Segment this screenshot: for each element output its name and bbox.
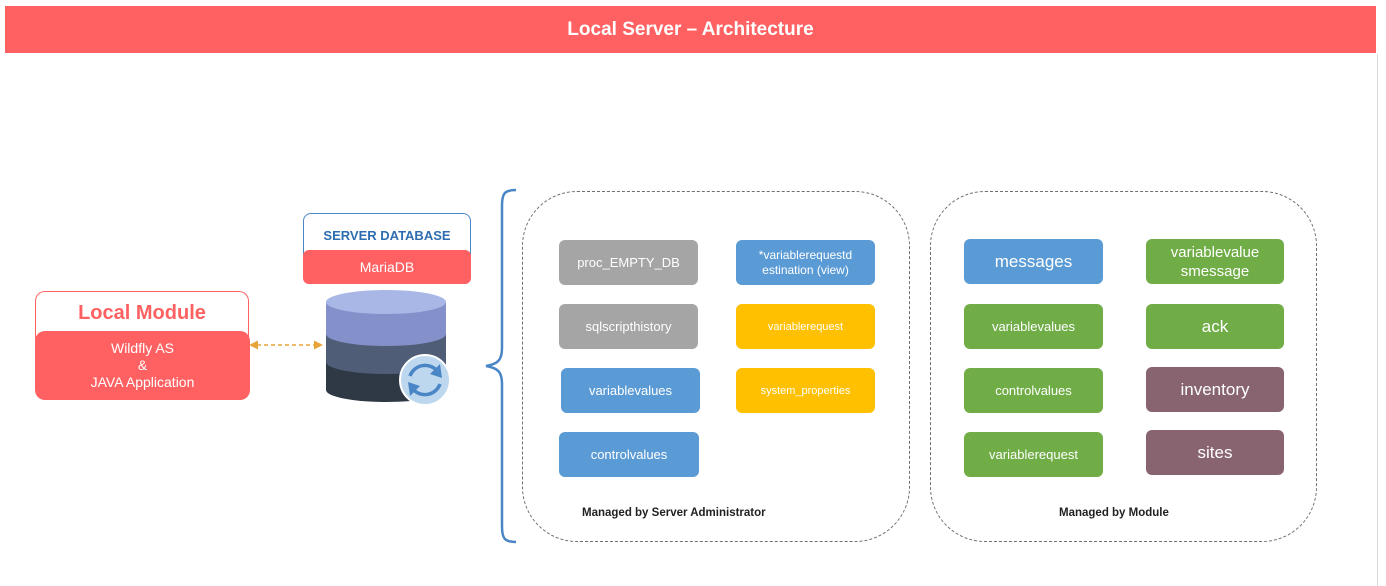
server-database-label: SERVER DATABASE xyxy=(303,213,471,255)
table-messages: messages xyxy=(964,239,1103,284)
table-variablevalues-module: variablevalues xyxy=(964,304,1103,349)
local-module-line-1: Wildfly AS xyxy=(110,340,174,356)
table-proc-empty-db: proc_EMPTY_DB xyxy=(559,240,698,285)
table-variablerequest: variablerequest xyxy=(736,304,875,349)
curly-brace-icon xyxy=(485,188,517,544)
database-icon xyxy=(326,290,451,406)
table-variablerequestdestination-view: *variablerequestd estination (view) xyxy=(736,240,875,285)
table-controlvalues-module: controlvalues xyxy=(964,368,1103,413)
table-sites: sites xyxy=(1146,430,1284,475)
bidirectional-arrow-icon xyxy=(249,340,323,350)
local-module-line-3: JAVA Application xyxy=(90,374,195,390)
local-module-box: Wildfly AS & JAVA Application xyxy=(35,331,250,400)
table-variablevalues: variablevalues xyxy=(561,368,700,413)
admin-managed-group xyxy=(522,191,910,542)
page-edge-line xyxy=(1377,54,1378,586)
table-variablerequest-module: variablerequest xyxy=(964,432,1103,477)
table-sqlscripthistory: sqlscripthistory xyxy=(559,304,698,349)
table-ack: ack xyxy=(1146,304,1284,349)
module-group-caption: Managed by Module xyxy=(1059,507,1169,519)
table-inventory: inventory xyxy=(1146,367,1284,412)
module-managed-group xyxy=(930,191,1317,542)
page-title: Local Server – Architecture xyxy=(5,6,1376,53)
table-variablevaluesmessage: variablevalue smessage xyxy=(1146,239,1284,284)
sync-icon xyxy=(399,354,451,406)
admin-group-caption: Managed by Server Administrator xyxy=(582,507,766,519)
local-module-line-2: & xyxy=(137,357,148,373)
table-system-properties: system_properties xyxy=(736,368,875,413)
table-controlvalues: controlvalues xyxy=(559,432,699,477)
server-database-engine: MariaDB xyxy=(303,250,471,284)
